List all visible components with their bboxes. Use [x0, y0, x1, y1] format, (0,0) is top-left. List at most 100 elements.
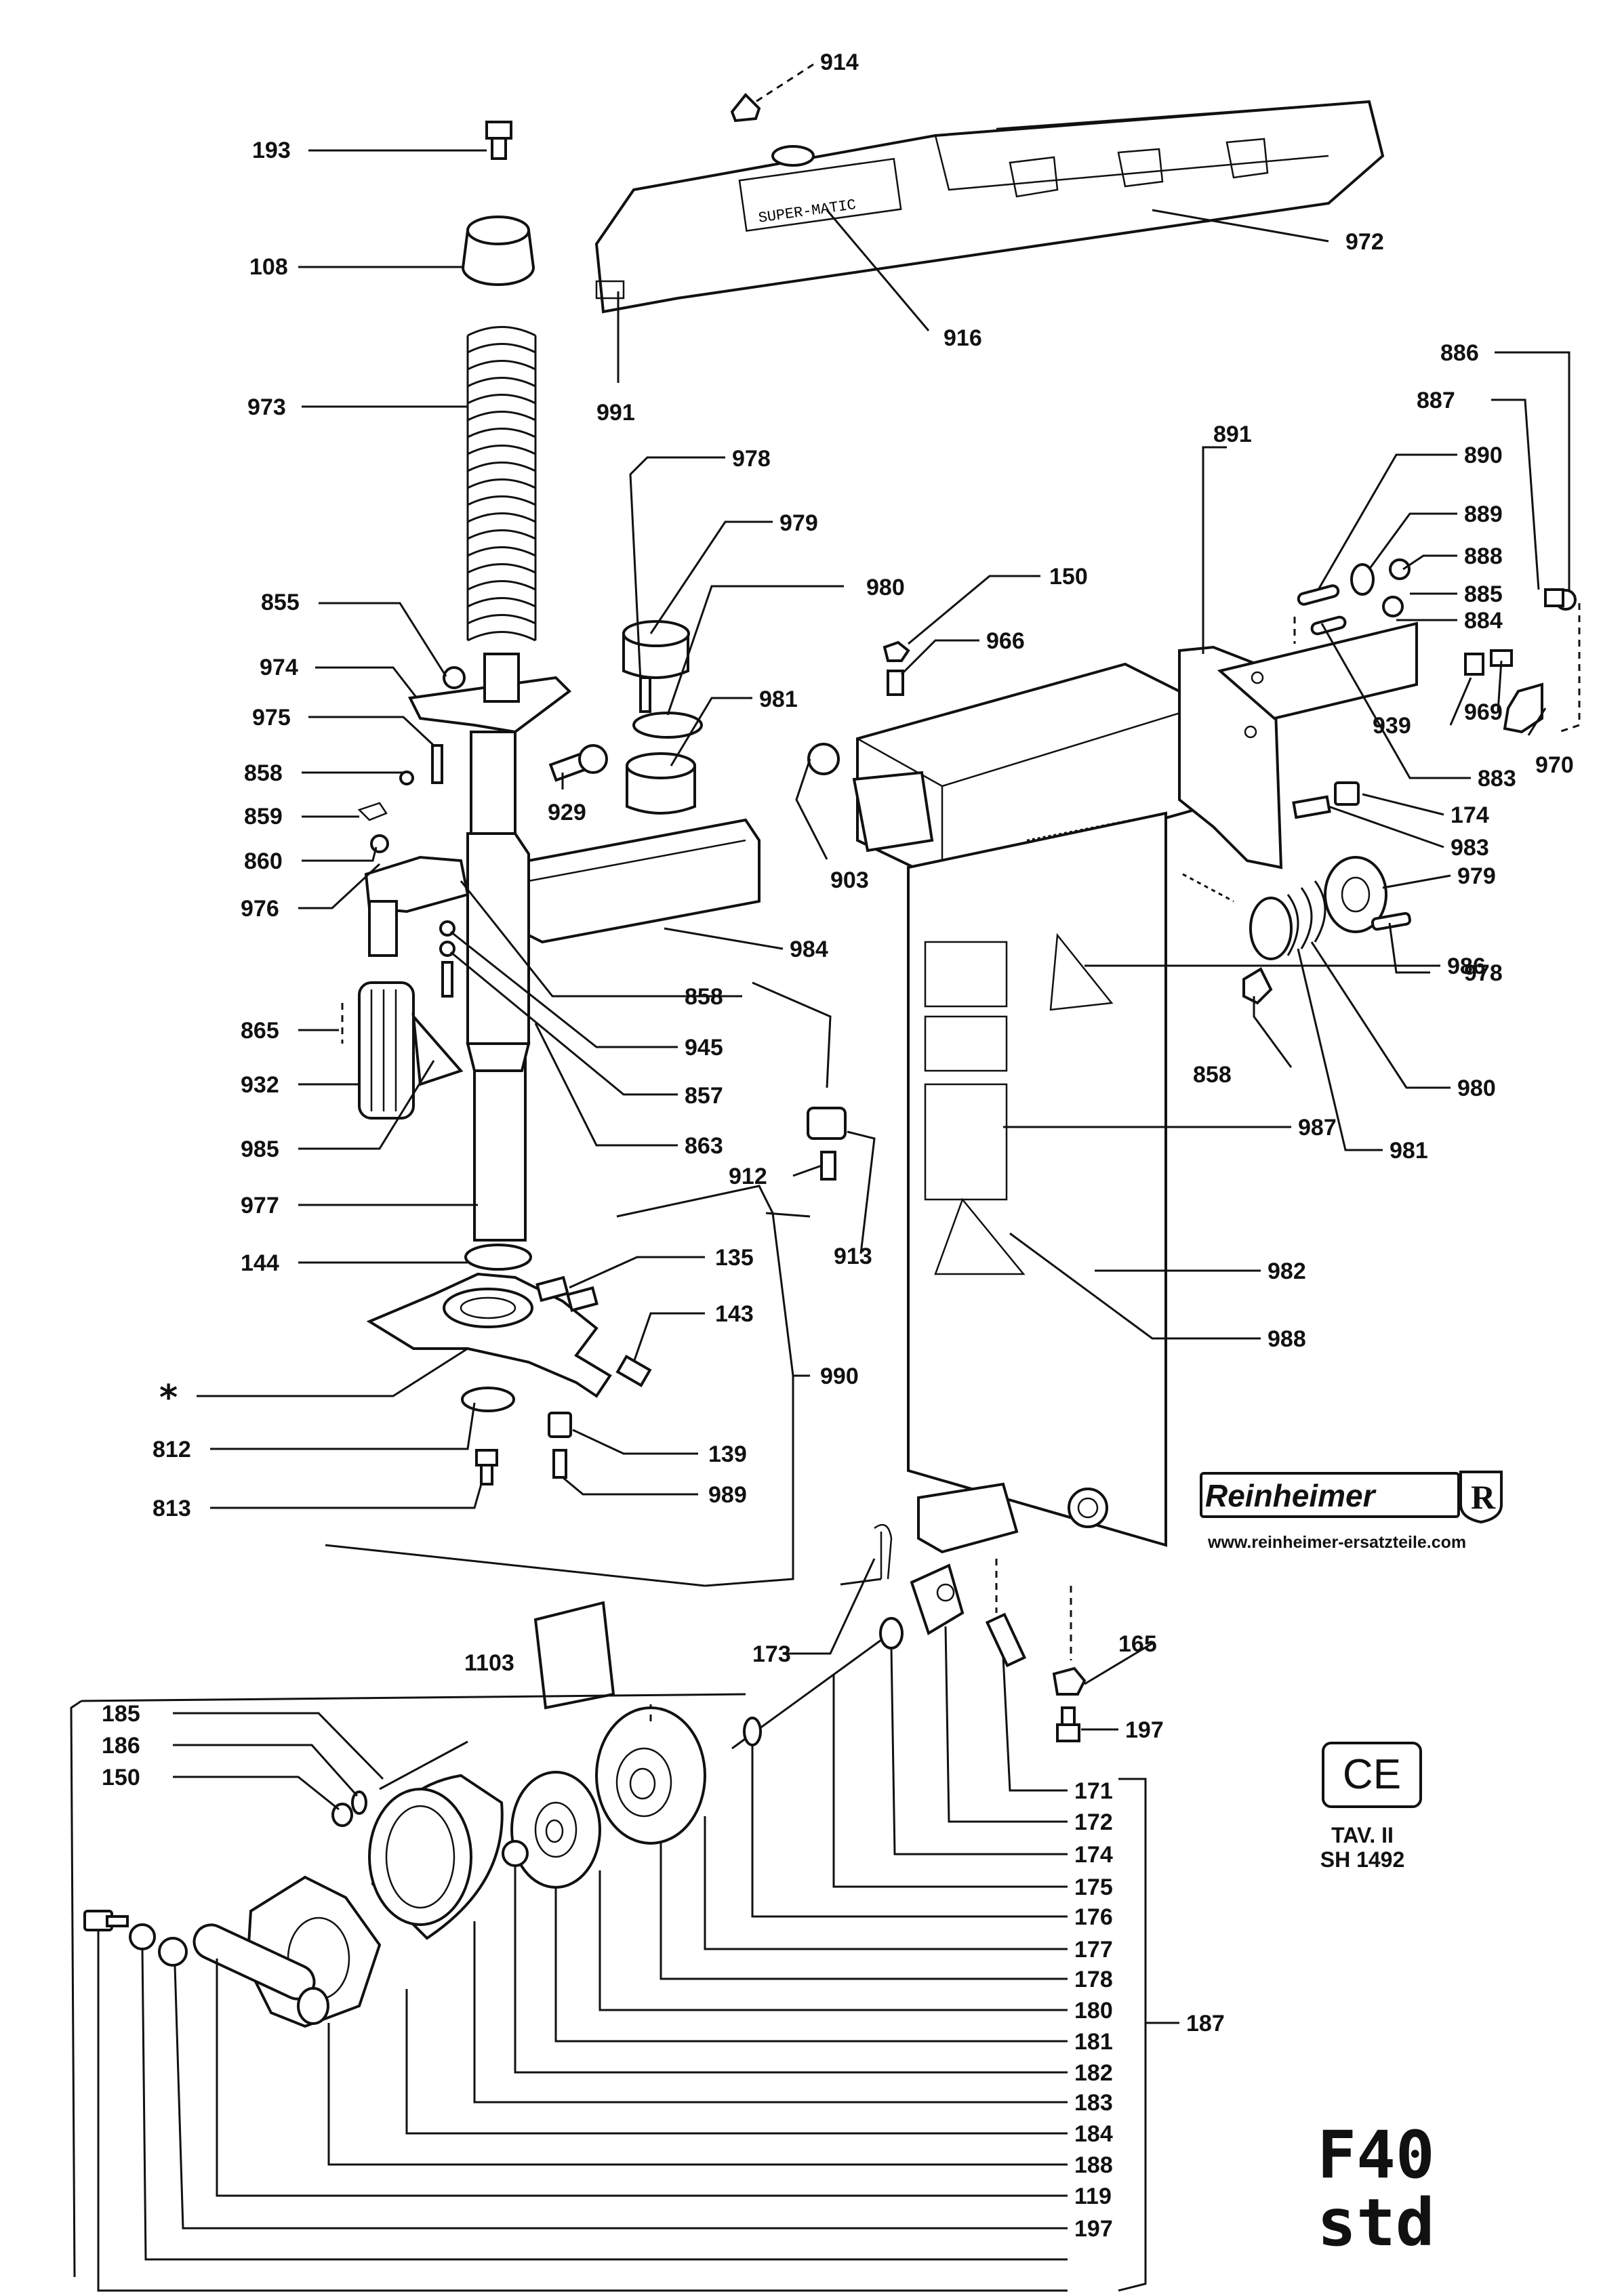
top-cover-972: SUPER-MATIC	[594, 100, 1385, 314]
washer-812	[461, 1387, 515, 1412]
screw-197b	[83, 1910, 129, 1931]
nut-888	[1389, 558, 1411, 580]
label-985: 985	[241, 1136, 279, 1162]
rear-frame-891	[1178, 621, 1418, 869]
label-108: 108	[249, 254, 288, 280]
label-991: 991	[596, 400, 635, 426]
label-197b: 197	[1074, 2216, 1113, 2242]
label-980a: 980	[866, 575, 905, 600]
bushing-174	[1334, 781, 1360, 806]
label-858a: 858	[244, 760, 283, 786]
label-975: 975	[252, 705, 291, 731]
bushing-913	[807, 1107, 847, 1140]
label-979b: 979	[1457, 863, 1496, 889]
pin-143	[615, 1355, 652, 1387]
label-887: 887	[1417, 388, 1455, 413]
dowel-135	[535, 1275, 599, 1312]
label-984: 984	[790, 937, 828, 962]
brand-name: Reinheimer	[1205, 1478, 1375, 1513]
label-969: 969	[1464, 699, 1503, 725]
label-150a: 150	[1049, 564, 1088, 590]
label-855: 855	[261, 590, 300, 615]
label-182: 182	[1074, 2060, 1113, 2086]
label-865: 865	[241, 1018, 279, 1044]
base-plate-star	[366, 1272, 612, 1398]
label-173: 173	[752, 1641, 791, 1667]
label-978b: 978	[1464, 960, 1503, 986]
stator-182	[368, 1774, 504, 1940]
crank-handle-184	[192, 1923, 329, 2025]
label-886: 886	[1440, 340, 1479, 366]
clevis-172	[910, 1563, 965, 1635]
main-housing-982	[852, 662, 1208, 1554]
label-990: 990	[820, 1364, 859, 1389]
label-812: 812	[153, 1437, 191, 1462]
label-165: 165	[1118, 1631, 1157, 1657]
label-171: 171	[1074, 1778, 1113, 1804]
leader-lines	[70, 63, 1570, 2292]
label-859: 859	[244, 804, 283, 829]
screw-193	[485, 121, 512, 160]
label-144: 144	[241, 1250, 279, 1276]
label-976: 976	[241, 896, 279, 922]
washer-858	[399, 771, 414, 785]
label-977: 977	[241, 1193, 279, 1218]
label-139: 139	[708, 1441, 747, 1467]
bearing-181	[502, 1840, 529, 1867]
setscrew-966	[887, 670, 904, 696]
screw-813	[475, 1449, 498, 1485]
cap-889	[1350, 563, 1375, 596]
label-989: 989	[708, 1482, 747, 1508]
label-181: 181	[1074, 2029, 1113, 2055]
label-982: 982	[1268, 1258, 1306, 1284]
label-187: 187	[1186, 2011, 1225, 2036]
bushing-981	[626, 752, 696, 815]
label-150b: 150	[102, 1765, 140, 1790]
label-186: 186	[102, 1733, 140, 1759]
logo-letter: R	[1471, 1478, 1496, 1516]
pin-975	[431, 744, 443, 784]
label-143: 143	[715, 1301, 754, 1327]
washer-860	[370, 834, 389, 853]
cap-979	[622, 620, 690, 679]
label-889: 889	[1464, 501, 1503, 527]
label-1103: 1103	[464, 1650, 514, 1676]
washer-188	[129, 1923, 156, 1950]
label-980b: 980	[1457, 1075, 1496, 1101]
label-119: 119	[1074, 2184, 1112, 2209]
label-172: 172	[1074, 1809, 1113, 1835]
label-860: 860	[244, 848, 283, 874]
label-988: 988	[1268, 1326, 1306, 1352]
sheet-tav: TAV. II	[1331, 1823, 1394, 1847]
tie-rod-185	[379, 1740, 468, 1790]
label-903: 903	[830, 867, 869, 893]
label-972: 972	[1345, 229, 1384, 255]
label-987: 987	[1298, 1115, 1337, 1141]
model-id: F40 std	[1308, 2121, 1444, 2257]
tilt-lock-assembly	[1249, 856, 1411, 960]
label-857: 857	[685, 1083, 723, 1109]
warning-label-986	[1049, 932, 1114, 1011]
label-813: 813	[153, 1496, 191, 1521]
sheet-sh: SH 1492	[1320, 1847, 1405, 1872]
label-974a: 974	[260, 655, 298, 680]
label-197a: 197	[1125, 1717, 1164, 1743]
brand-url: www.reinheimer-ersatzteile.com	[1208, 1533, 1467, 1552]
label-175: 175	[1074, 1874, 1113, 1900]
nut-150	[883, 640, 910, 662]
label-981a: 981	[759, 686, 798, 712]
label-174a: 174	[1451, 802, 1489, 828]
label-193: 193	[252, 138, 291, 163]
label-932: 932	[241, 1072, 279, 1098]
label-888: 888	[1464, 544, 1503, 569]
label-945: 945	[685, 1035, 723, 1061]
sheet-id: TAV. II SH 1492	[1295, 1823, 1430, 1872]
bolt-929	[548, 744, 608, 782]
label-973: 973	[247, 394, 286, 420]
label-135: 135	[715, 1245, 754, 1271]
label-890: 890	[1464, 443, 1503, 468]
label-891: 891	[1213, 422, 1252, 447]
pin-171	[985, 1612, 1027, 1668]
label-914: 914	[820, 49, 859, 75]
label-978a: 978	[732, 446, 771, 472]
